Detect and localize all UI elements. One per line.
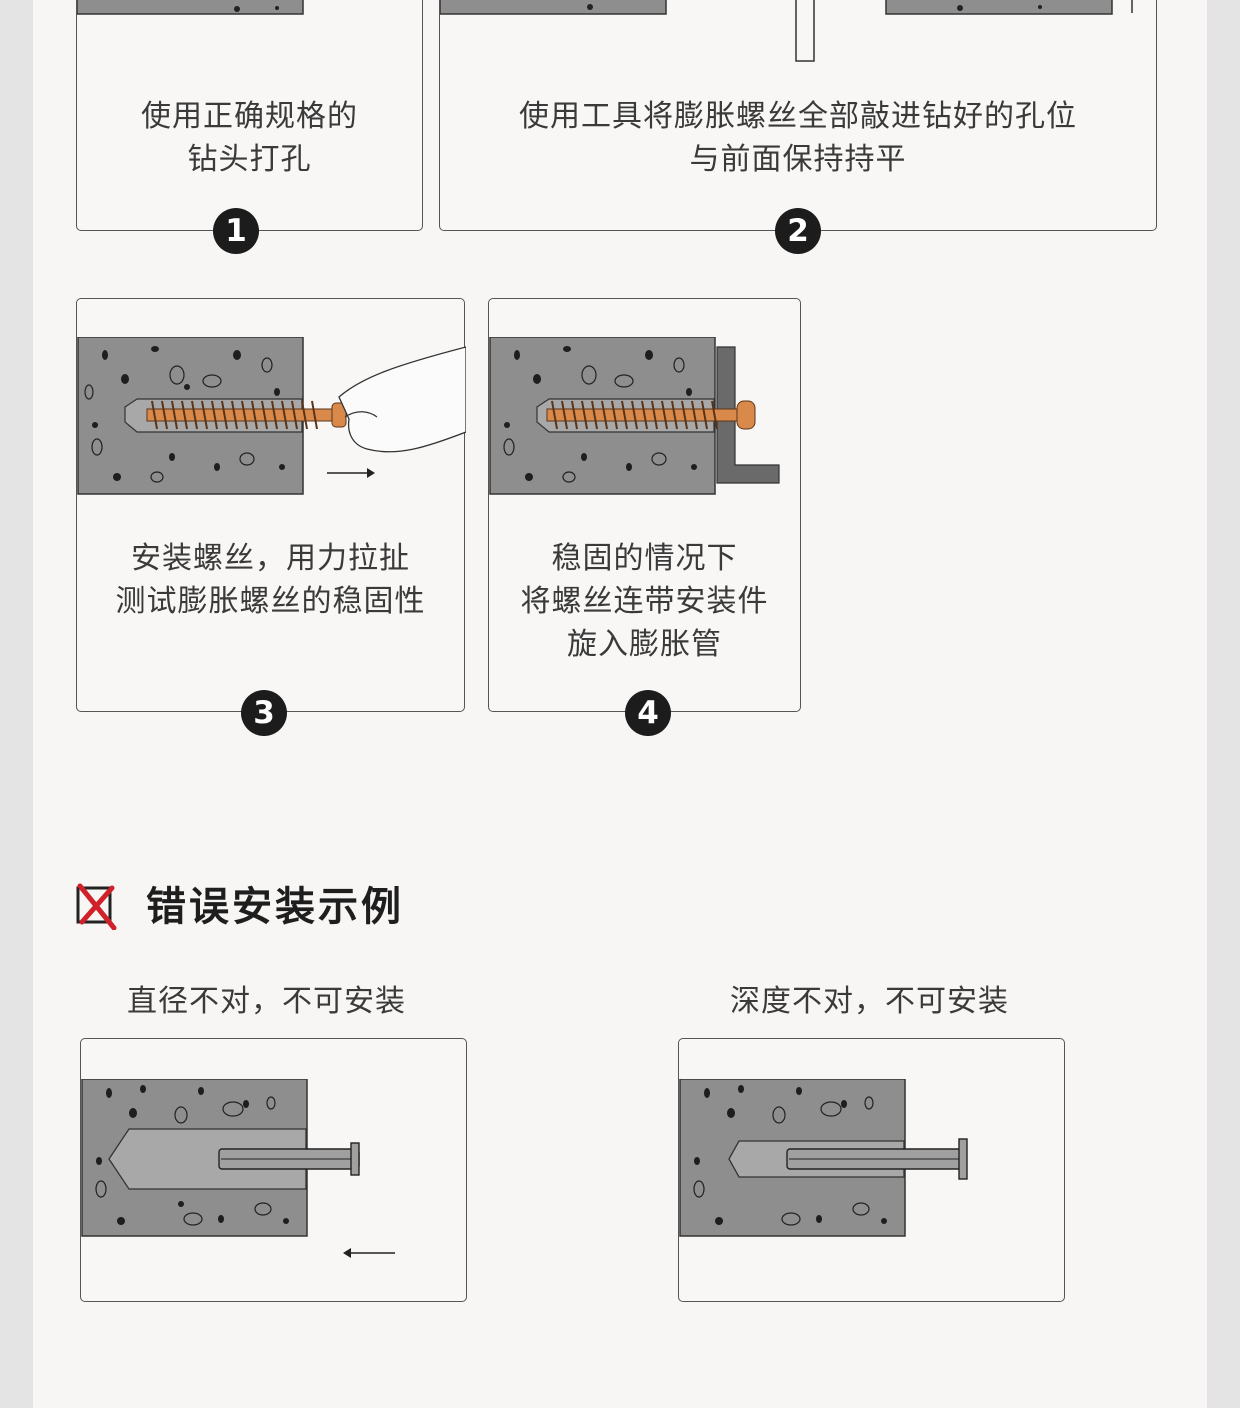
step-1-badge: 1 bbox=[213, 208, 259, 254]
wrong-depth-illustration bbox=[679, 1079, 968, 1237]
screw bbox=[146, 400, 347, 430]
step-2-caption: 使用工具将膨胀螺丝全部敲进钻好的孔位 与前面保持持平 bbox=[519, 99, 1077, 177]
red-x-icon bbox=[76, 883, 117, 930]
wrong-depth-label: 深度不对，不可安装 bbox=[730, 984, 1009, 1019]
step-2-illustration bbox=[440, 0, 1133, 62]
wrong-diameter-label: 直径不对，不可安装 bbox=[127, 984, 406, 1019]
step-3-card: 安装螺丝，用力拉扯 测试膨胀螺丝的稳固性 bbox=[76, 298, 466, 712]
step-2-card: 使用工具将膨胀螺丝全部敲进钻好的孔位 与前面保持持平 bbox=[439, 0, 1157, 231]
wrong-section-title: 错误安装示例 bbox=[146, 884, 404, 930]
step-4-caption: 稳固的情况下 将螺丝连带安装件 旋入膨胀管 bbox=[520, 541, 769, 662]
step-2-badge: 2 bbox=[775, 208, 821, 254]
step-3-illustration bbox=[77, 337, 466, 495]
wrong-diameter-illustration bbox=[81, 1079, 395, 1258]
step-4-badge: 4 bbox=[625, 690, 671, 736]
step-1-caption: 使用正确规格的 钻头打孔 bbox=[141, 99, 358, 177]
step-1-card: 使用正确规格的 钻头打孔 bbox=[76, 0, 423, 231]
wrong-depth-card bbox=[678, 1038, 1065, 1302]
step-4-illustration bbox=[489, 337, 780, 495]
step-4-card: 稳固的情况下 将螺丝连带安装件 旋入膨胀管 bbox=[488, 298, 801, 712]
wrong-diameter-card bbox=[80, 1038, 467, 1302]
step-3-caption: 安装螺丝，用力拉扯 测试膨胀螺丝的稳固性 bbox=[115, 541, 426, 619]
step-3-badge: 3 bbox=[241, 690, 287, 736]
step-1-illustration bbox=[77, 0, 304, 15]
